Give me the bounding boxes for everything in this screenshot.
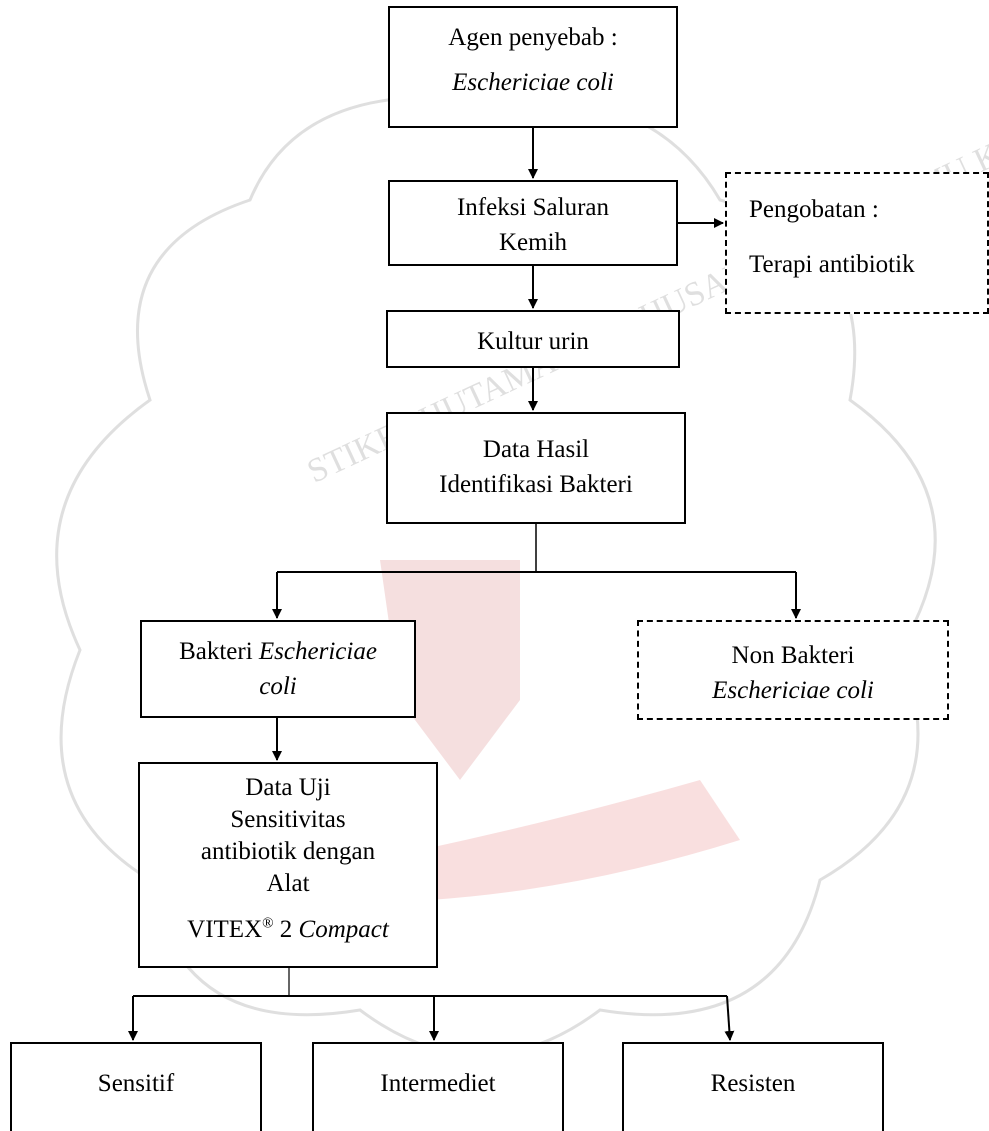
treatment-value: Terapi antibiotik — [749, 251, 915, 278]
non-ecoli-line1: Non Bakteri — [731, 642, 855, 669]
ecoli-organism-part2: coli — [259, 673, 297, 700]
identification-line2: Identifikasi Bakteri — [439, 471, 633, 498]
ecoli-organism-part1: Eschericiae — [258, 638, 377, 665]
ecoli-line1: Bakteri Eschericiae — [142, 634, 414, 669]
watermark-red-shape — [380, 560, 520, 780]
intermediate-label: Intermediet — [380, 1070, 496, 1097]
device-model: 2 — [273, 916, 299, 943]
treatment-box: Pengobatan : Terapi antibiotik — [725, 172, 989, 314]
sensitivity-test-box: Data Uji Sensitivitas antibiotik dengan … — [138, 762, 438, 968]
non-ecoli-organism: Eschericiae coli — [712, 677, 874, 704]
agent-box: Agen penyebab : Eschericiae coli — [388, 6, 678, 128]
agent-label: Agen penyebab : — [448, 24, 618, 51]
identification-line1: Data Hasil — [482, 436, 590, 463]
resistant-label: Resisten — [710, 1070, 796, 1097]
treatment-label: Pengobatan : — [749, 196, 879, 223]
arrow-to-resistant — [724, 995, 735, 1041]
intermediate-box: Intermediet — [312, 1042, 564, 1131]
sensitivity-line-1: Data Uji — [245, 774, 331, 801]
sensitivity-line-2: Sensitivitas — [230, 806, 346, 833]
sensitivity-device: VITEX® 2 Compact — [140, 914, 436, 946]
culture-label: Kultur urin — [477, 328, 589, 355]
agent-organism: Eschericiae coli — [452, 69, 614, 96]
device-name: VITEX — [187, 916, 263, 943]
sensitivity-line-4: Alat — [266, 870, 310, 897]
infection-line1: Infeksi Saluran — [456, 194, 610, 221]
identification-box: Data Hasil Identifikasi Bakteri — [386, 412, 686, 524]
ecoli-prefix: Bakteri — [179, 638, 259, 665]
sensitive-box: Sensitif — [10, 1042, 262, 1131]
device-variant: Compact — [298, 916, 389, 943]
registered-mark: ® — [262, 915, 274, 932]
infection-box: Infeksi Saluran Kemih — [388, 180, 678, 266]
sensitive-label: Sensitif — [97, 1070, 175, 1097]
non-ecoli-box: Non Bakteri Eschericiae coli — [637, 620, 949, 720]
ecoli-box: Bakteri Eschericiae coli — [140, 620, 416, 718]
resistant-box: Resisten — [622, 1042, 884, 1131]
sensitivity-line-3: antibiotik dengan — [200, 838, 376, 865]
watermark-ribbon — [420, 780, 740, 900]
culture-box: Kultur urin — [386, 310, 680, 368]
infection-line2: Kemih — [498, 229, 568, 256]
